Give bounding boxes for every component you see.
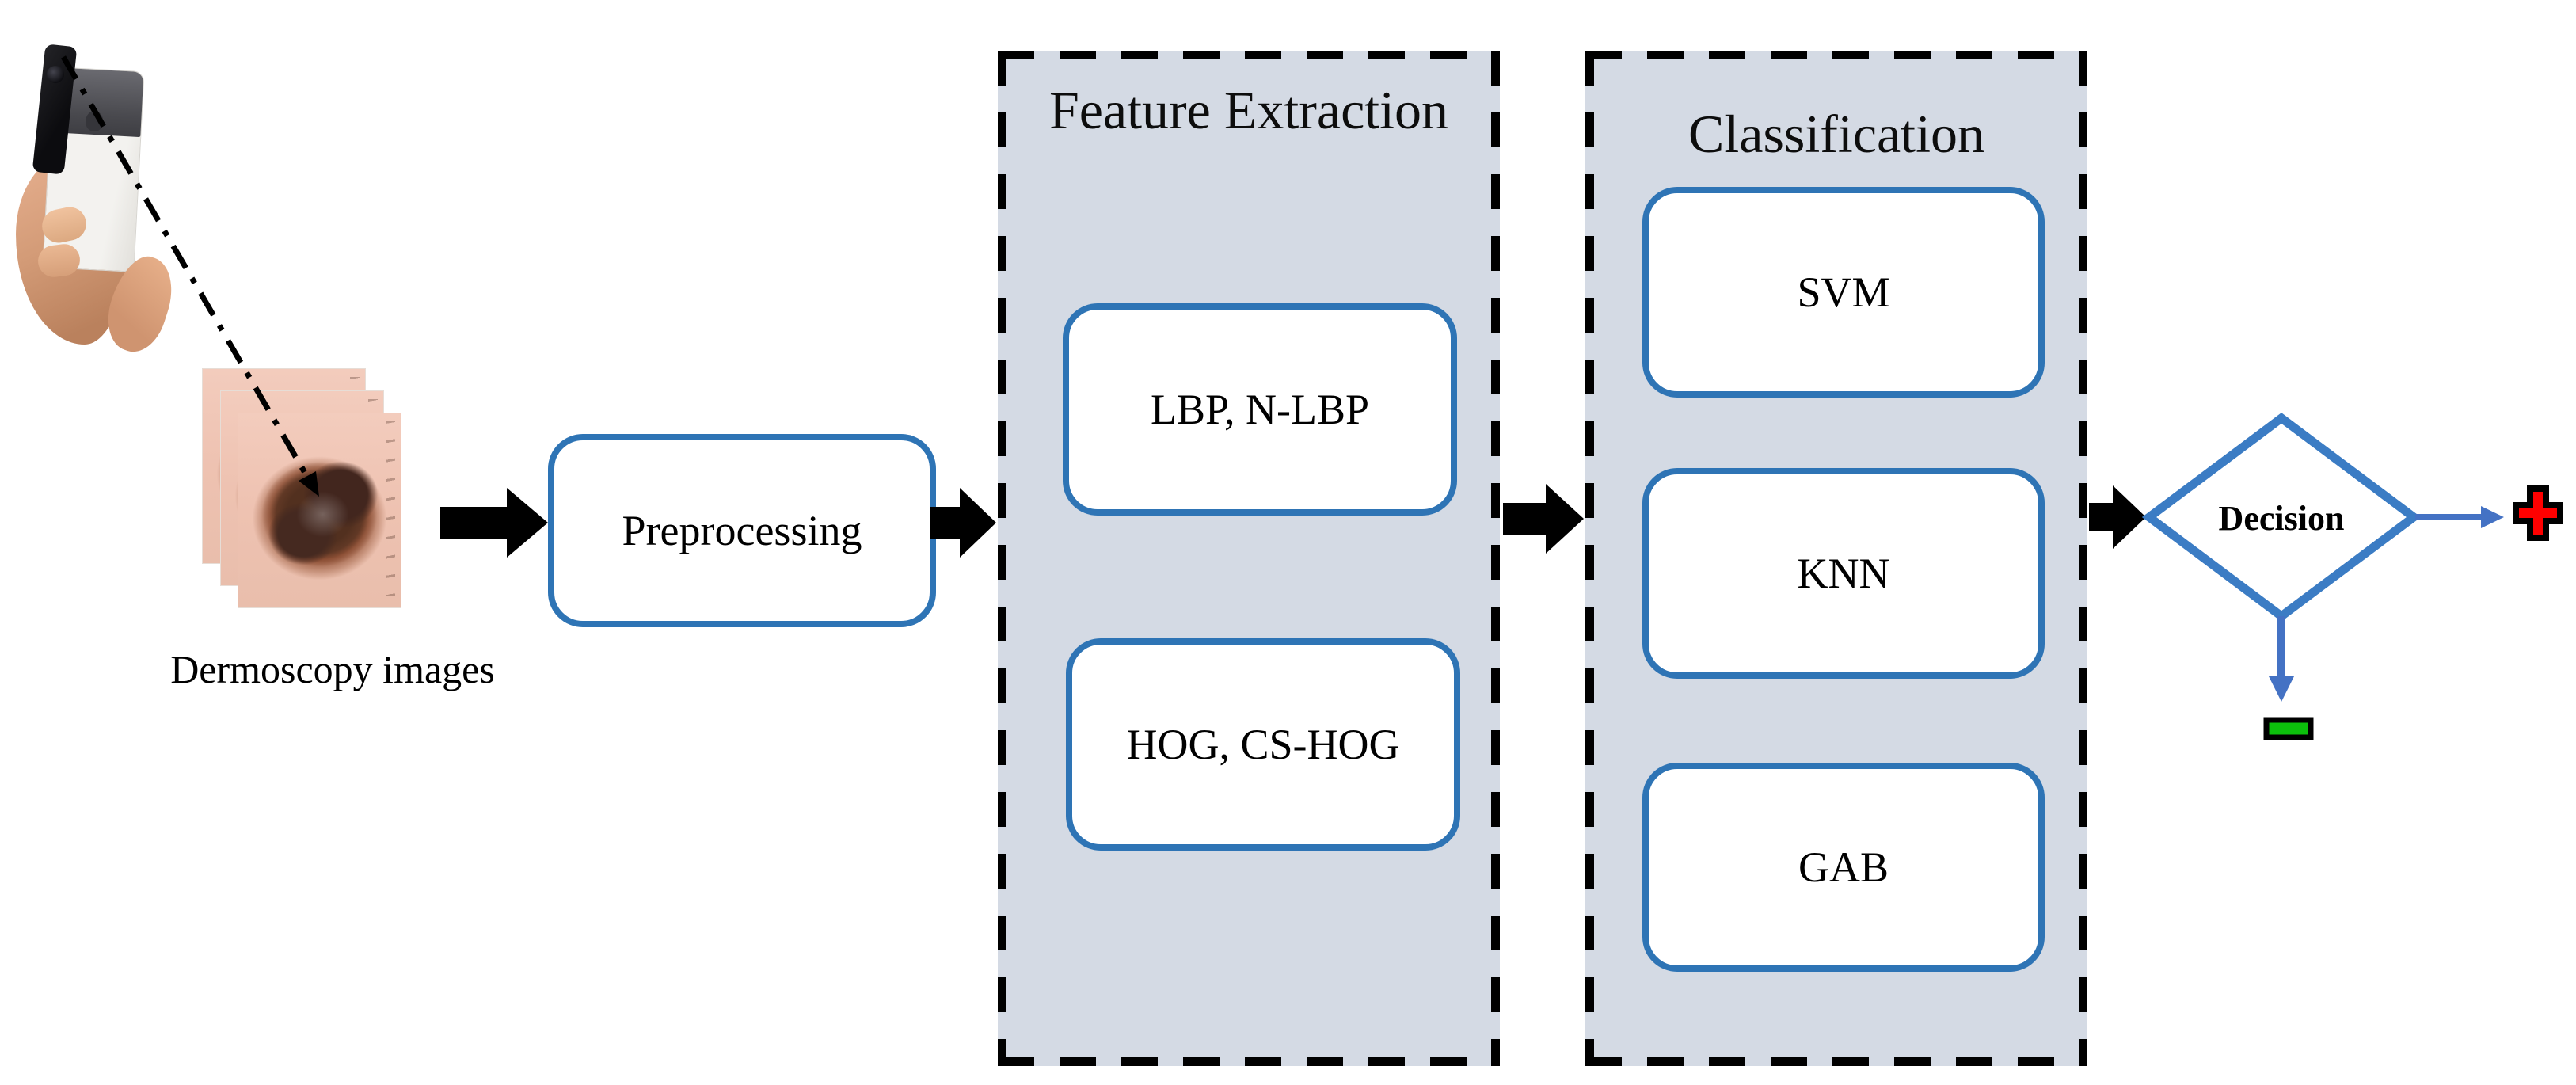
positive-plus-icon: [2513, 485, 2563, 541]
lbp-nlbp-node: LBP, N-LBP: [1063, 303, 1457, 516]
preprocessing-node: Preprocessing: [548, 434, 936, 627]
smartphone-dermoscope-photo: [12, 20, 183, 360]
feature-extraction-panel: [998, 51, 1500, 1066]
decision-label: Decision: [2219, 499, 2345, 538]
svm-node: SVM: [1642, 187, 2045, 398]
arrow-images-to-preprocessing-icon: [440, 488, 548, 558]
arrow-classification-to-decision-icon: [2089, 485, 2146, 549]
svm-label: SVM: [1797, 268, 1890, 316]
arrow-decision-positive-head-icon: [2481, 506, 2504, 528]
negative-minus-icon: [2263, 717, 2314, 740]
arrow-decision-negative-head-icon: [2269, 676, 2294, 702]
arrow-preprocessing-to-featureextraction-icon: [930, 488, 996, 558]
dermoscopy-image: [238, 413, 401, 608]
preprocessing-label: Preprocessing: [622, 507, 862, 554]
gab-label: GAB: [1798, 843, 1889, 891]
arrow-featureextraction-to-classification-icon: [1503, 484, 1584, 554]
hog-cshog-node: HOG, CS-HOG: [1066, 638, 1460, 851]
hog-cshog-label: HOG, CS-HOG: [1126, 721, 1400, 768]
feature-extraction-title: Feature Extraction: [1048, 80, 1449, 140]
decision-diamond: [2141, 413, 2422, 622]
dermoscopy-images-label: Dermoscopy images: [170, 647, 495, 691]
dermoscope-lens-glass: [47, 66, 64, 83]
dermoscopy-image-stack: [202, 368, 416, 626]
lbp-nlbp-label: LBP, N-LBP: [1150, 386, 1370, 433]
knn-node: KNN: [1642, 468, 2045, 679]
knn-label: KNN: [1797, 550, 1890, 597]
gab-node: GAB: [1642, 763, 2045, 972]
classification-title: Classification: [1688, 104, 1984, 164]
